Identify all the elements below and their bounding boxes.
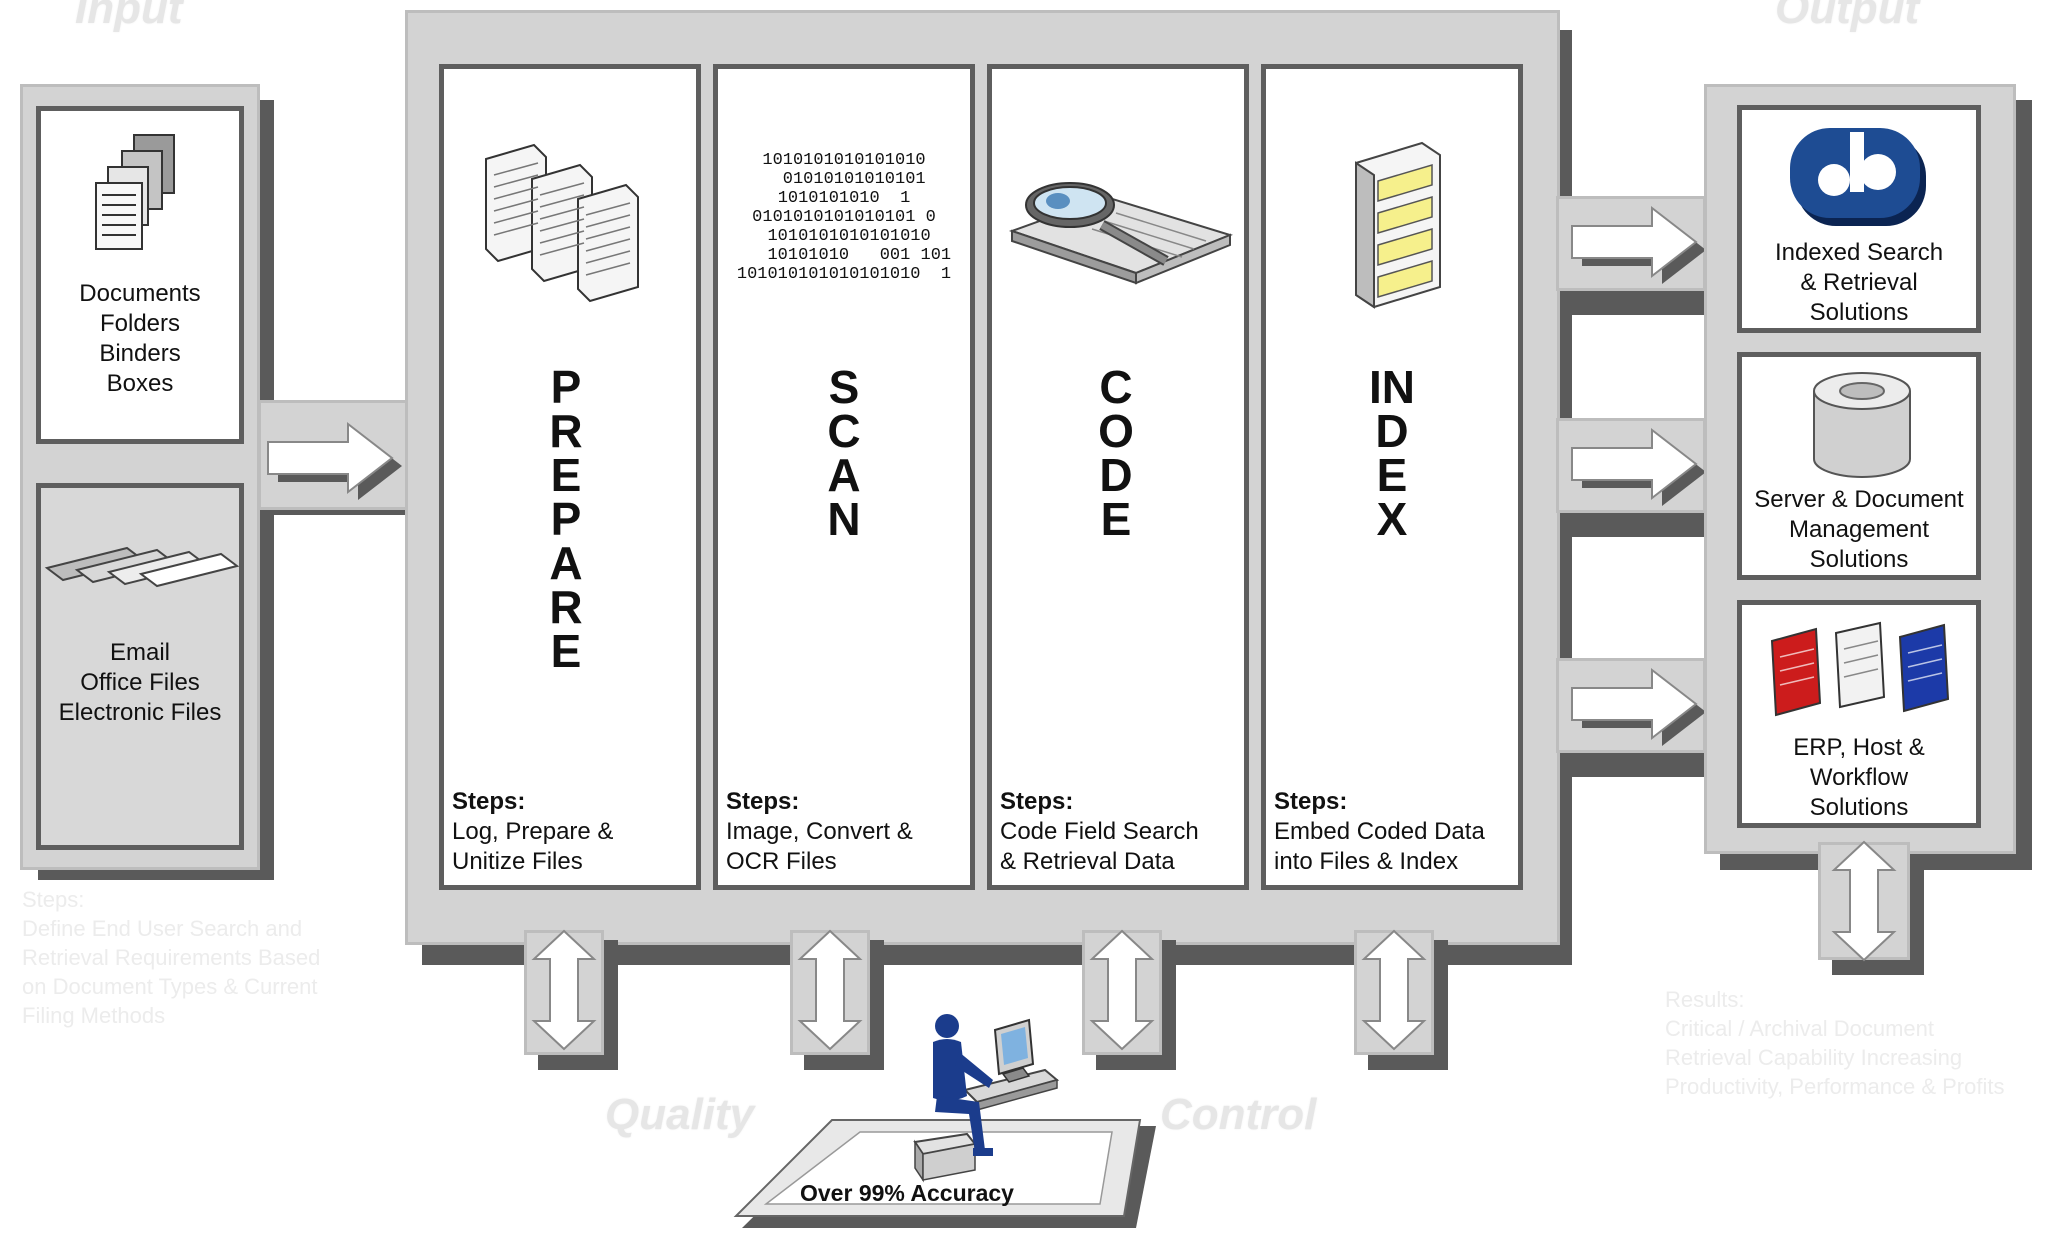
indexed-document-icon <box>1355 141 1441 309</box>
output-label-erp: ERP, Host & Workflow Solutions <box>1793 734 1925 821</box>
input-steps-note: Steps: Define End User Search and Retrie… <box>22 887 321 1028</box>
control-title: Control <box>1160 1090 1317 1139</box>
right-arrow-icon <box>1571 427 1706 506</box>
stage-title-code: CODE <box>1098 361 1134 545</box>
output-title: Output <box>1775 0 1920 33</box>
up-down-arrow-icon <box>1089 929 1155 1051</box>
stage-panel-prepare: PREPARE Steps: Log, Prepare & Unitize Fi… <box>439 64 701 890</box>
steps-heading: Steps: <box>726 788 800 815</box>
pages-icon <box>485 143 639 303</box>
steps-heading: Steps: <box>452 788 526 815</box>
documents-stack-icon <box>95 134 175 250</box>
steps-text: Log, Prepare & Unitize Files <box>452 818 614 875</box>
steps-heading: Steps: <box>1000 788 1074 815</box>
electronic-files-icon <box>44 546 240 588</box>
up-down-arrow-icon <box>797 929 863 1051</box>
output-label-server: Server & Document Management Solutions <box>1754 486 1964 573</box>
steps-text: Code Field Search & Retrieval Data <box>1000 818 1199 875</box>
steps-text: Embed Coded Data into Files & Index <box>1274 818 1485 875</box>
stage-steps-prepare: Steps: Log, Prepare & Unitize Files <box>452 787 697 877</box>
output-panel-erp: ERP, Host & Workflow Solutions <box>1737 600 1981 828</box>
binary-data-graphic: 1010101010101010 01010101010101 10101010… <box>736 151 952 284</box>
accuracy-label: Over 99% Accuracy <box>800 1180 1014 1206</box>
up-down-arrow-icon <box>1361 929 1427 1051</box>
electronic-sources-label: Email Office Files Electronic Files <box>58 639 222 726</box>
stage-title-scan: SCAN <box>827 361 861 545</box>
stage-panel-code: CODE Steps: Code Field Search & Retrieva… <box>987 64 1249 890</box>
stage-steps-index: Steps: Embed Coded Data into Files & Ind… <box>1274 787 1519 877</box>
stage-steps-scan: Steps: Image, Convert & OCR Files <box>726 787 971 877</box>
stage-steps-code: Steps: Code Field Search & Retrieval Dat… <box>1000 787 1245 877</box>
stage-title-index: INDEX <box>1369 361 1415 545</box>
stage-panel-scan: 1010101010101010 01010101010101 10101010… <box>713 64 975 890</box>
right-arrow-icon <box>1571 667 1706 746</box>
physical-sources-label: Documents Folders Binders Boxes <box>79 280 201 397</box>
stage-panel-index: INDEX Steps: Embed Coded Data into Files… <box>1261 64 1523 890</box>
output-panel-server: Server & Document Management Solutions <box>1737 352 1981 580</box>
stage-title-prepare: PREPARE <box>549 361 583 677</box>
steps-heading: Steps: <box>1274 788 1348 815</box>
steps-text: Image, Convert & OCR Files <box>726 818 913 875</box>
up-down-arrow-icon <box>531 929 597 1051</box>
output-results-note: Results: Critical / Archival Document Re… <box>1665 987 2005 1099</box>
quality-title: Quality <box>605 1090 755 1139</box>
up-down-arrow-icon <box>1831 840 1897 962</box>
binders-icon <box>1770 621 1950 717</box>
logo-icon <box>1790 128 1926 226</box>
input-physical-panel: Documents Folders Binders Boxes <box>36 106 244 444</box>
cylinder-icon <box>1813 372 1911 478</box>
right-arrow-icon <box>267 421 402 500</box>
input-title: Input <box>75 0 183 33</box>
output-label-indexed-search: Indexed Search & Retrieval Solutions <box>1774 239 1944 326</box>
output-panel-indexed-search: Indexed Search & Retrieval Solutions <box>1737 105 1981 333</box>
input-electronic-panel: Email Office Files Electronic Files <box>36 483 244 850</box>
magnifier-on-document-icon <box>1008 182 1233 285</box>
right-arrow-icon <box>1571 205 1706 284</box>
operator-at-computer-icon <box>913 1014 1060 1183</box>
